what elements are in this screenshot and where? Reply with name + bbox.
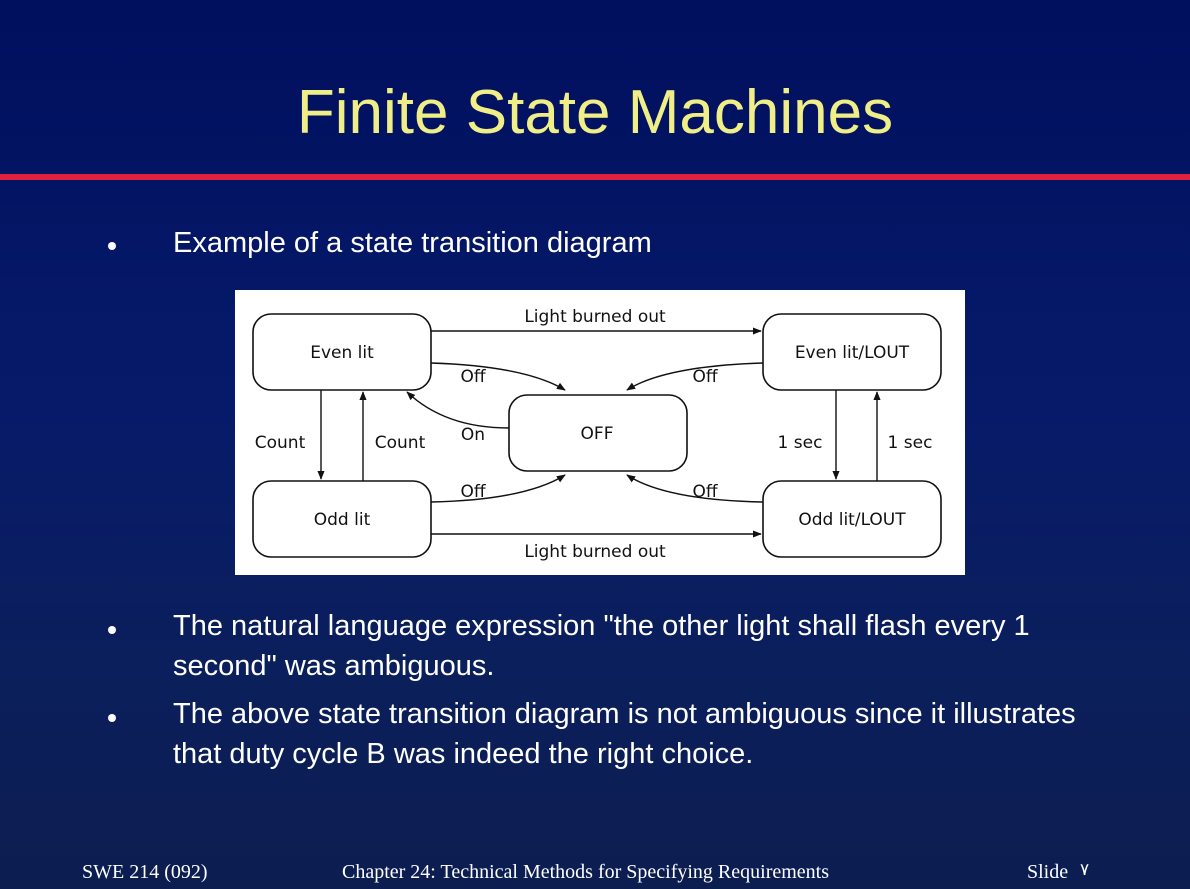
label-light-burned-out-top: Light burned out	[524, 307, 666, 327]
arrow-off-bottom-left	[430, 474, 566, 503]
label-off-bottom-left: Off	[460, 482, 486, 502]
state-even-lit-label: Even lit	[310, 343, 374, 363]
arrow-off-top-right	[626, 362, 764, 391]
footer-chapter: Chapter 24: Technical Methods for Specif…	[342, 861, 830, 883]
title-divider	[0, 174, 1190, 180]
state-even-lit-lout-label: Even lit/LOUT	[795, 343, 910, 363]
label-off-bottom-right: Off	[692, 482, 718, 502]
state-off-label: OFF	[581, 424, 614, 444]
label-off-top-right: Off	[692, 367, 718, 387]
bullet-text-3: The above state transition diagram is no…	[173, 698, 1076, 770]
state-off	[508, 394, 688, 472]
state-even-lit-lout	[762, 313, 942, 391]
label-light-burned-out-bottom: Light burned out	[524, 542, 666, 562]
bullet-text-1: Example of a state transition diagram	[173, 227, 652, 259]
state-odd-lit-lout	[762, 480, 942, 558]
bullet-dot-2	[108, 626, 116, 634]
diagram-svg: Even lit Even lit/LOUT OFF Odd lit Odd l…	[252, 307, 942, 562]
footer-slide-label: Slide	[1027, 861, 1069, 883]
arrow-on	[406, 391, 510, 429]
label-on: On	[461, 425, 485, 445]
label-1sec-left: 1 sec	[778, 433, 823, 453]
bullet-dot-3	[108, 714, 116, 722]
arrow-off-top-left	[430, 362, 566, 391]
label-1sec-right: 1 sec	[888, 433, 933, 453]
state-odd-lit-lout-label: Odd lit/LOUT	[798, 510, 906, 530]
arrow-off-bottom-right	[626, 474, 764, 503]
footer-course: SWE 214 (092)	[82, 861, 208, 883]
state-odd-lit	[252, 480, 432, 558]
state-odd-lit-label: Odd lit	[314, 510, 371, 530]
label-count-right: Count	[375, 433, 426, 453]
label-off-top-left: Off	[460, 367, 486, 387]
slide-title: Finite State Machines	[296, 78, 894, 147]
bullet-dot-1	[108, 242, 116, 250]
label-count-left: Count	[255, 433, 306, 453]
bullet-text-2: The natural language expression "the oth…	[173, 610, 1030, 682]
state-transition-diagram: Even lit Even lit/LOUT OFF Odd lit Odd l…	[235, 290, 965, 575]
footer-slide-number: ٧	[1080, 860, 1090, 879]
state-even-lit	[252, 313, 432, 391]
